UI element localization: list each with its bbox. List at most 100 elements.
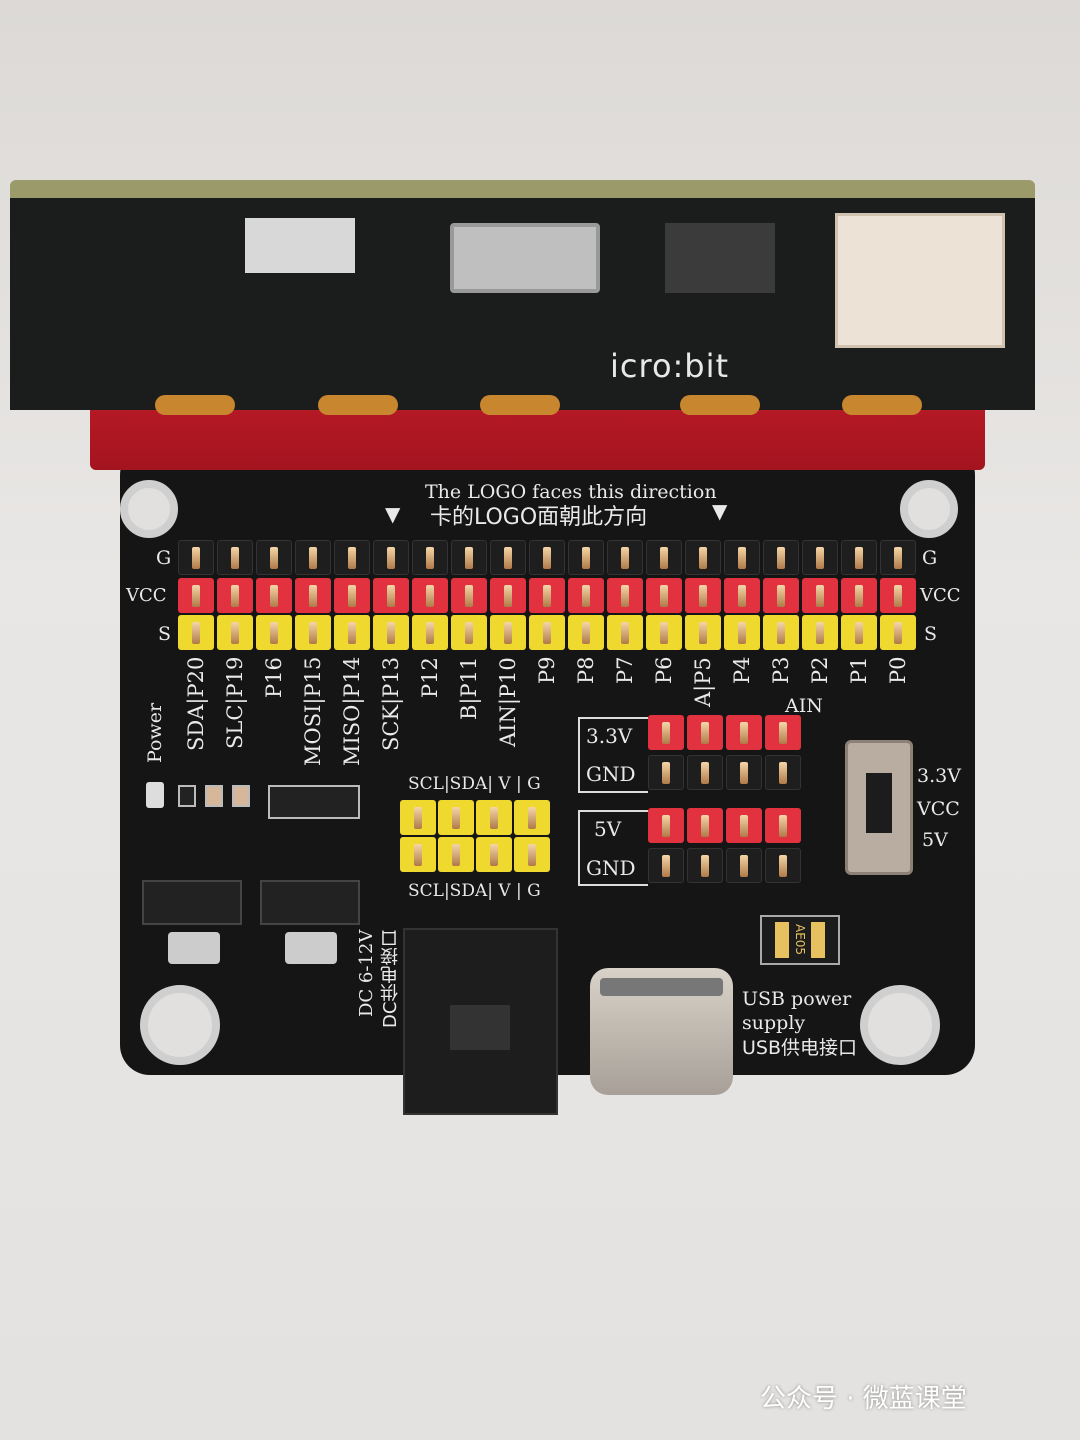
ground-pin[interactable]	[607, 540, 643, 575]
vcc-pin[interactable]	[724, 578, 760, 613]
signal-pin[interactable]	[763, 615, 799, 650]
i2c-pin[interactable]	[438, 800, 474, 835]
pin-label: SLC|P19	[223, 657, 247, 750]
ground-pin[interactable]	[334, 540, 370, 575]
ground-pin[interactable]	[490, 540, 526, 575]
vcc-pin[interactable]	[373, 578, 409, 613]
vcc-pin[interactable]	[451, 578, 487, 613]
vcc-pin[interactable]	[568, 578, 604, 613]
rail-5v-pin[interactable]	[726, 808, 762, 843]
usb-c-port[interactable]	[590, 968, 733, 1095]
signal-pin[interactable]	[412, 615, 448, 650]
signal-pin[interactable]	[178, 615, 214, 650]
signal-pin[interactable]	[490, 615, 526, 650]
vcc-pin[interactable]	[607, 578, 643, 613]
signal-pin[interactable]	[295, 615, 331, 650]
ground-pin[interactable]	[178, 540, 214, 575]
vcc-pin[interactable]	[763, 578, 799, 613]
vcc-pin[interactable]	[295, 578, 331, 613]
vcc-pin[interactable]	[529, 578, 565, 613]
usb-label-cn: USB供电接口	[742, 1037, 858, 1059]
signal-pin[interactable]	[451, 615, 487, 650]
voltage-select-switch[interactable]	[845, 740, 913, 875]
vcc-pin[interactable]	[334, 578, 370, 613]
vcc-pin[interactable]	[178, 578, 214, 613]
chip	[665, 223, 775, 293]
signal-pin[interactable]	[880, 615, 916, 650]
ground-pin[interactable]	[880, 540, 916, 575]
signal-pin[interactable]	[724, 615, 760, 650]
rail-3v3-pin[interactable]	[765, 715, 801, 750]
logo-direction-en: The LOGO faces this direction	[425, 481, 717, 503]
ground-pin[interactable]	[373, 540, 409, 575]
arrow-down-icon: ▼	[385, 502, 401, 526]
rail-gnd-pin[interactable]	[687, 755, 723, 790]
voltage-regulator	[142, 880, 242, 925]
rail-gnd-pin[interactable]	[648, 848, 684, 883]
rail-gnd-pin[interactable]	[648, 755, 684, 790]
jack-label-patch	[450, 1005, 510, 1050]
ground-pin[interactable]	[568, 540, 604, 575]
ground-pin[interactable]	[256, 540, 292, 575]
ground-pin[interactable]	[646, 540, 682, 575]
ground-pin[interactable]	[685, 540, 721, 575]
vcc-pin[interactable]	[412, 578, 448, 613]
rail-label-gnd: GND	[586, 762, 636, 786]
signal-pin[interactable]	[373, 615, 409, 650]
vcc-pin[interactable]	[256, 578, 292, 613]
rail-gnd-pin[interactable]	[687, 848, 723, 883]
rail-gnd-pin[interactable]	[726, 848, 762, 883]
i2c-pin[interactable]	[514, 800, 550, 835]
signal-pin[interactable]	[646, 615, 682, 650]
dc-power-jack[interactable]	[403, 928, 558, 1115]
signal-pin[interactable]	[217, 615, 253, 650]
rail-5v-pin[interactable]	[765, 808, 801, 843]
ground-pin[interactable]	[763, 540, 799, 575]
row-label-s: S	[158, 623, 172, 645]
rail-3v3-pin[interactable]	[687, 715, 723, 750]
vcc-pin[interactable]	[841, 578, 877, 613]
row-label-g: G	[156, 547, 172, 569]
ground-pin[interactable]	[724, 540, 760, 575]
vcc-pin[interactable]	[490, 578, 526, 613]
rail-gnd-pin[interactable]	[765, 848, 801, 883]
switch-knob[interactable]	[866, 773, 892, 833]
signal-pin[interactable]	[685, 615, 721, 650]
signal-pin[interactable]	[568, 615, 604, 650]
rail-gnd-pin[interactable]	[726, 755, 762, 790]
vcc-pin[interactable]	[217, 578, 253, 613]
ground-pin[interactable]	[412, 540, 448, 575]
vcc-pin[interactable]	[880, 578, 916, 613]
signal-pin[interactable]	[334, 615, 370, 650]
signal-pin[interactable]	[841, 615, 877, 650]
mount-hole	[140, 985, 220, 1065]
regulator-tab	[168, 932, 220, 964]
i2c-pin[interactable]	[476, 800, 512, 835]
rail-5v-pin[interactable]	[687, 808, 723, 843]
signal-pin[interactable]	[802, 615, 838, 650]
i2c-pin[interactable]	[438, 837, 474, 872]
ground-pin[interactable]	[217, 540, 253, 575]
vcc-pin[interactable]	[646, 578, 682, 613]
ground-pin[interactable]	[295, 540, 331, 575]
rail-3v3-pin[interactable]	[648, 715, 684, 750]
vcc-pin[interactable]	[802, 578, 838, 613]
rail-3v3-pin[interactable]	[726, 715, 762, 750]
ground-pin[interactable]	[841, 540, 877, 575]
signal-pin[interactable]	[607, 615, 643, 650]
ground-pin[interactable]	[529, 540, 565, 575]
ground-pin[interactable]	[802, 540, 838, 575]
vcc-pin[interactable]	[685, 578, 721, 613]
i2c-pin[interactable]	[400, 800, 436, 835]
rail-5v-pin[interactable]	[648, 808, 684, 843]
rail-gnd-pin[interactable]	[765, 755, 801, 790]
signal-pin[interactable]	[529, 615, 565, 650]
row-label-g: G	[922, 547, 938, 569]
pin-label: P12	[418, 657, 442, 698]
ground-pin[interactable]	[451, 540, 487, 575]
i2c-pin[interactable]	[476, 837, 512, 872]
i2c-pin[interactable]	[514, 837, 550, 872]
i2c-pin[interactable]	[400, 837, 436, 872]
signal-pin[interactable]	[256, 615, 292, 650]
edge-pad	[680, 395, 760, 415]
